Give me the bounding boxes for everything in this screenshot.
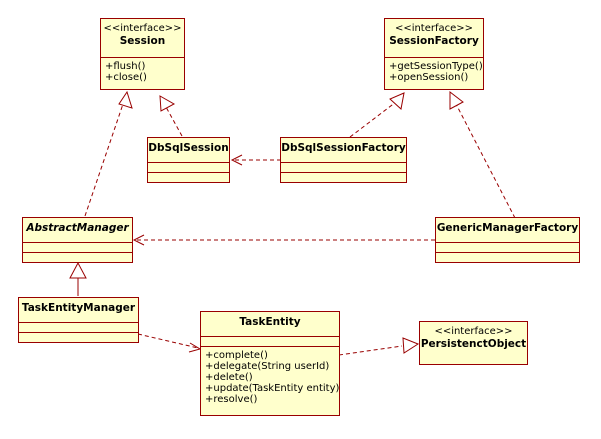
class-session-header: <<interface>> Session (101, 19, 184, 57)
operations-compartment: +flush() +close() (101, 57, 184, 89)
realization-dbsqlsessionfactory-to-sessionfactory (349, 101, 397, 138)
dependency-taskentitymanager-to-taskentity (137, 333, 199, 349)
class-dbsqlsession-header: DbSqlSession (148, 138, 229, 162)
dependency-arrowhead (132, 234, 145, 246)
realization-taskentity-to-persistentobject (338, 345, 403, 356)
operations-compartment (436, 252, 579, 262)
stereotype-label: <<interface>> (394, 23, 474, 34)
stereotype-label: <<interface>> (434, 326, 513, 337)
class-name: DbSqlSessionFactory (281, 142, 406, 154)
realization-genericmanagerfactory-to-sessionfactory (455, 103, 516, 219)
operation: +delete() (205, 372, 253, 383)
class-taskentitymanager[interactable]: TaskEntityManager (18, 297, 139, 343)
operation: +flush() (105, 61, 146, 72)
class-abstractmanager[interactable]: AbstractManager (22, 217, 133, 263)
realization-arrowhead (402, 337, 420, 354)
class-name: TaskEntityManager (21, 302, 136, 314)
attributes-compartment (19, 322, 138, 332)
operation: +delegate(String userId) (205, 361, 330, 372)
class-dbsqlsessionfactory[interactable]: DbSqlSessionFactory (280, 137, 407, 183)
class-abstractmanager-header: AbstractManager (23, 218, 132, 242)
attributes-compartment (201, 336, 339, 346)
class-name: PersistenctObject (420, 338, 527, 350)
class-taskentitymanager-header: TaskEntityManager (19, 298, 138, 322)
class-session[interactable]: <<interface>> Session +flush() +close() (100, 18, 185, 90)
class-genericmanagerfactory[interactable]: GenericManagerFactory (435, 217, 580, 263)
operation: +resolve() (205, 394, 258, 405)
operations-compartment (148, 172, 229, 182)
attributes-compartment (23, 242, 132, 252)
stereotype-label: <<interface>> (103, 23, 182, 34)
attributes-compartment (148, 162, 229, 172)
realization-arrowhead (449, 90, 464, 110)
realization-dbsqlsession-to-session (165, 106, 183, 137)
class-name: GenericManagerFactory (436, 222, 579, 234)
operation: +complete() (205, 350, 268, 361)
class-persistentobject-header: <<interface>> PersistenctObject (420, 322, 527, 364)
class-dbsqlsessionfactory-header: DbSqlSessionFactory (281, 138, 406, 162)
operation: +close() (105, 72, 147, 83)
class-name: TaskEntity (239, 316, 301, 328)
operations-compartment (281, 172, 406, 182)
class-name: DbSqlSession (148, 142, 229, 154)
class-sessionfactory[interactable]: <<interface>> SessionFactory +getSession… (384, 18, 484, 90)
class-taskentity-header: TaskEntity (201, 312, 339, 336)
operation: +getSessionType() (389, 61, 483, 72)
dependency-arrowhead (230, 154, 243, 166)
class-persistentobject[interactable]: <<interface>> PersistenctObject (419, 321, 528, 365)
operation: +openSession() (389, 72, 469, 83)
class-name: Session (119, 35, 166, 47)
class-taskentity[interactable]: TaskEntity +complete() +delegate(String … (200, 311, 340, 416)
attributes-compartment (281, 162, 406, 172)
class-name: AbstractManager (26, 222, 129, 234)
realization-abstractmanager-to-session (84, 103, 124, 217)
class-name: SessionFactory (389, 35, 479, 47)
realization-arrowhead (159, 95, 176, 112)
operations-compartment (23, 252, 132, 262)
realization-arrowhead (389, 92, 405, 110)
class-genericmanagerfactory-header: GenericManagerFactory (436, 218, 579, 242)
realization-arrowhead (118, 90, 133, 109)
operation: +update(TaskEntity entity) (205, 383, 340, 394)
operations-compartment: +complete() +delegate(String userId) +de… (201, 346, 339, 415)
operations-compartment: +getSessionType() +openSession() (385, 57, 483, 89)
generalization-arrowhead (69, 261, 87, 279)
attributes-compartment (436, 242, 579, 252)
class-sessionfactory-header: <<interface>> SessionFactory (385, 19, 483, 57)
operations-compartment (19, 332, 138, 342)
class-dbsqlsession[interactable]: DbSqlSession (147, 137, 230, 183)
